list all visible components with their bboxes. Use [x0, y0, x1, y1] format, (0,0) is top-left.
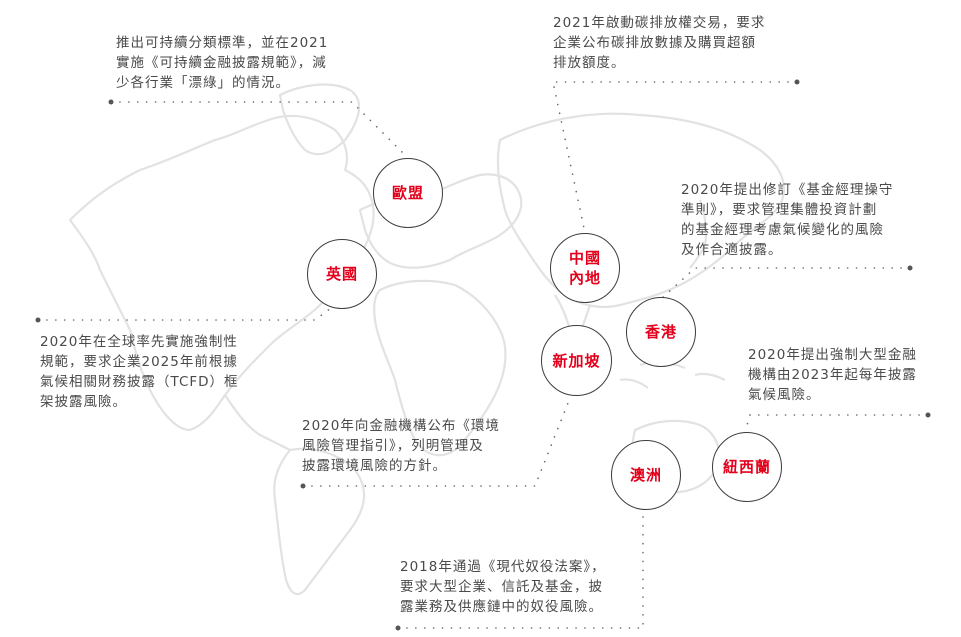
region-circle-au: 澳洲 [611, 440, 681, 510]
region-circle-china: 中國 內地 [550, 233, 620, 303]
region-label-hk: 香港 [644, 323, 677, 341]
note-china: 2021年啟動碳排放權交易，要求 企業公布碳排放數據及購買超額 排放額度。 [553, 15, 766, 71]
region-circle-nz: 紐西蘭 [712, 432, 782, 502]
region-label-uk: 英國 [325, 265, 358, 283]
region-label-eu: 歐盟 [391, 184, 424, 202]
region-label-nz: 紐西蘭 [722, 458, 771, 476]
note-nz: 2020年提出強制大型金融 機構由2023年起每年披露 氣候風險。 [748, 347, 917, 403]
note-au: 2018年通過《現代奴役法案》， 要求大型企業、信託及基金，披 露業務及供應鏈中… [400, 559, 606, 615]
note-eu: 推出可持續分類標準，並在2021 實施《可持續金融披露規範》，減 少各行業「漂綠… [116, 35, 329, 91]
region-label-sg: 新加坡 [552, 351, 601, 370]
note-sg: 2020年向金融機構公布《環境 風險管理指引》，列明管理及 披露環境風險的方針。 [302, 418, 500, 474]
region-circle-sg: 新加坡 [541, 325, 612, 396]
region-circle-hk: 香港 [626, 297, 696, 367]
region-label-china: 中國 內地 [568, 249, 601, 287]
note-uk: 2020年在全球率先實施強制性 規範，要求企業2025年前根據 氣候相關財務披露… [40, 334, 239, 410]
region-circle-uk: 英國 [307, 239, 377, 309]
region-label-au: 澳洲 [629, 466, 662, 484]
note-hk: 2020年提出修訂《基金經理操守 準則》，要求管理集體投資計劃 的基金經理考慮氣… [681, 182, 894, 258]
region-circle-eu: 歐盟 [373, 158, 443, 228]
